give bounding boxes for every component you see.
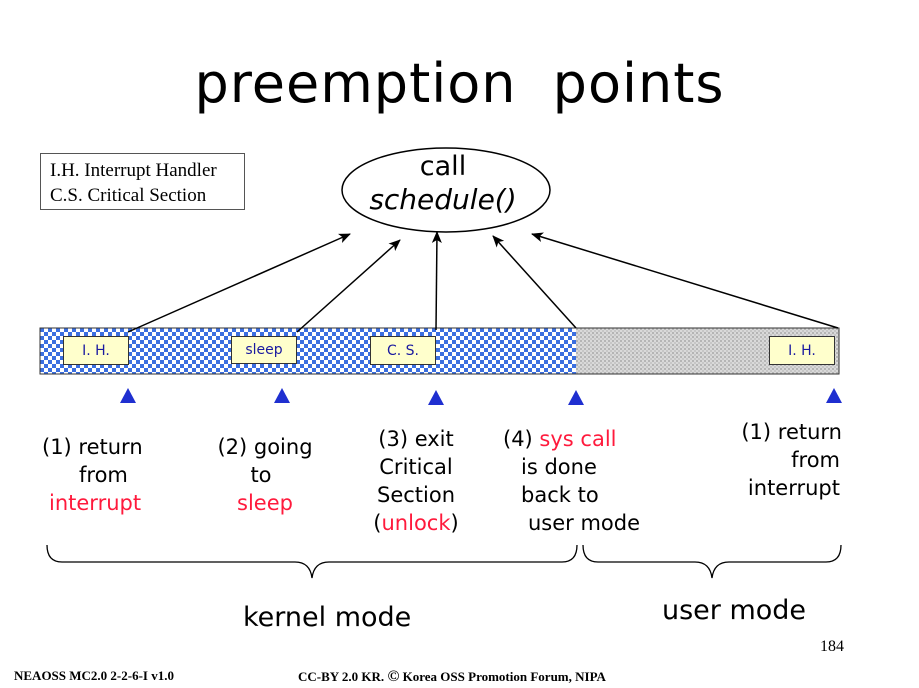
- label-line: Critical: [379, 455, 453, 479]
- point-label-4: (4) sys call is done back to user mode: [503, 425, 663, 537]
- schedule-call: call schedule(): [343, 150, 543, 216]
- copyright-icon: ©: [387, 668, 400, 685]
- label-line: user mode: [528, 511, 641, 535]
- legend-line-cs: C.S. Critical Section: [50, 185, 207, 206]
- label-line: to: [250, 463, 272, 487]
- arrow-cs: [431, 231, 442, 331]
- label-line-highlight: sleep: [237, 491, 293, 515]
- ih-box-right: I. H.: [769, 336, 835, 365]
- cs-box: C. S.: [370, 336, 436, 365]
- user-mode-brace: [582, 544, 842, 579]
- point-marker-3: [428, 390, 444, 405]
- point-marker-2: [274, 388, 290, 403]
- legend-line-ih: I.H. Interrupt Handler: [50, 160, 217, 181]
- footer-license: CC-BY 2.0 KR.: [298, 669, 388, 684]
- arrow-ih-right: [531, 232, 839, 329]
- label-line: (4) sys call: [503, 425, 663, 453]
- point-marker-4: [568, 390, 584, 405]
- point-label-5: (1) return from interrupt: [725, 418, 845, 502]
- point-label-3: (3) exit Critical Section (unlock): [356, 425, 476, 537]
- label-highlight: unlock: [381, 511, 451, 535]
- label-prefix: (4): [503, 427, 540, 451]
- point-label-1: (1) return from interrupt: [38, 433, 218, 517]
- label-line: from: [79, 463, 128, 487]
- label-line: (2) going: [217, 435, 313, 459]
- legend-box: I.H. Interrupt Handler C.S. Critical Sec…: [40, 153, 245, 210]
- page-title: preemption points: [194, 52, 725, 115]
- paren-open: (: [373, 511, 382, 535]
- footer-org: Korea OSS Promotion Forum, NIPA: [399, 669, 606, 684]
- call-label: call: [419, 151, 467, 182]
- point-marker-5: [826, 388, 842, 403]
- kernel-mode-brace: [46, 544, 578, 579]
- kernel-mode-bar: [40, 328, 576, 374]
- kernel-mode-label: kernel mode: [243, 602, 412, 633]
- label-line: (1) return: [42, 435, 143, 459]
- label-line: (3) exit: [378, 427, 454, 451]
- point-marker-1: [120, 388, 136, 403]
- sleep-box: sleep: [231, 336, 297, 364]
- point-label-2: (2) going to sleep: [205, 433, 325, 517]
- timeline-bar-border: [39, 327, 840, 375]
- ih-box-left: I. H.: [63, 336, 129, 365]
- arrow-ih-left: [127, 233, 351, 333]
- label-line: back to: [521, 483, 599, 507]
- arrow-syscall: [492, 235, 577, 329]
- label-line: is done: [521, 455, 597, 479]
- paren-close: ): [450, 511, 459, 535]
- page-number: 184: [820, 638, 844, 655]
- footer-right: CC-BY 2.0 KR. © Korea OSS Promotion Foru…: [298, 668, 606, 686]
- label-line: interrupt: [747, 476, 840, 500]
- label-line-highlight: interrupt: [49, 491, 142, 515]
- footer-left: NEAOSS MC2.0 2-2-6-I v1.0: [14, 668, 174, 683]
- schedule-function-label: schedule(): [369, 183, 517, 216]
- label-line: from: [791, 448, 840, 472]
- label-line: Section: [376, 483, 456, 507]
- label-highlight: sys call: [539, 427, 617, 451]
- arrow-sleep: [296, 239, 401, 333]
- label-line: (unlock): [356, 509, 476, 537]
- label-line: (1) return: [741, 420, 842, 444]
- schedule-ellipse: [341, 147, 551, 233]
- user-mode-label: user mode: [662, 595, 807, 626]
